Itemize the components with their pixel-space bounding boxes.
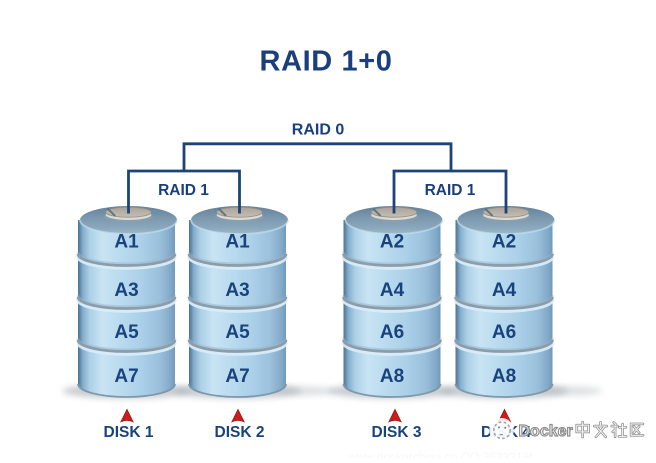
svg-text:A2: A2: [380, 232, 404, 253]
svg-text:Docker: Docker: [519, 423, 573, 440]
svg-text:A8: A8: [492, 366, 516, 387]
svg-text:A4: A4: [380, 280, 405, 301]
svg-text:A6: A6: [492, 322, 516, 343]
svg-text:DISK 1: DISK 1: [104, 424, 154, 441]
svg-text:A4: A4: [492, 280, 517, 301]
svg-text:DISK 3: DISK 3: [372, 424, 422, 441]
svg-text:A7: A7: [225, 366, 249, 387]
svg-text:RAID 1: RAID 1: [425, 182, 476, 199]
svg-text:A5: A5: [225, 322, 250, 343]
svg-text:RAID 1: RAID 1: [158, 182, 209, 199]
svg-text:A6: A6: [380, 322, 404, 343]
svg-text:A1: A1: [225, 232, 250, 253]
svg-text:A8: A8: [380, 366, 404, 387]
svg-text:A2: A2: [492, 232, 516, 253]
svg-text:A5: A5: [114, 322, 139, 343]
svg-text:DISK 2: DISK 2: [215, 424, 265, 441]
svg-text:RAID 1+0: RAID 1+0: [260, 46, 393, 78]
svg-text:www.dockerchina.cn QQ:363: www.dockerchina.cn QQ:3633216t: [347, 450, 533, 458]
svg-text:RAID 0: RAID 0: [292, 122, 345, 139]
svg-text:A3: A3: [114, 280, 138, 301]
svg-text:A3: A3: [225, 280, 249, 301]
svg-text:A1: A1: [114, 232, 139, 253]
svg-text:A7: A7: [114, 366, 138, 387]
